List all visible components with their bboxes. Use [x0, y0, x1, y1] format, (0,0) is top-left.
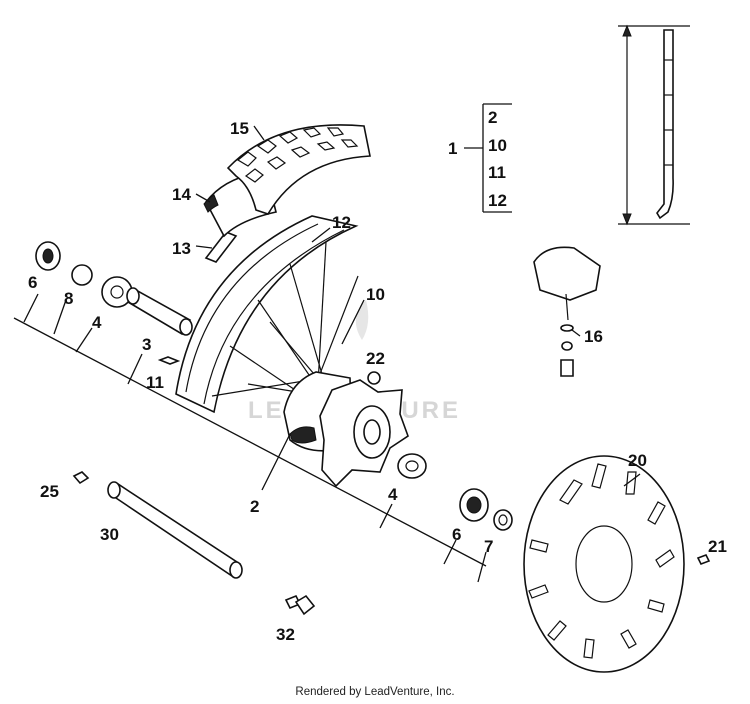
callout-4: 4 — [92, 313, 102, 332]
callout-15: 15 — [230, 119, 249, 138]
callout-6: 6 — [28, 273, 37, 292]
callout-7: 7 — [484, 537, 493, 556]
callout-25: 25 — [40, 482, 59, 501]
callouts: 15 14 13 12 10 6 8 4 3 11 22 2 4 25 30 6… — [28, 119, 727, 644]
hub-parts-left — [35, 241, 193, 365]
kit-item: 2 — [488, 108, 497, 127]
leader-lines — [13, 125, 641, 583]
callout-10: 10 — [366, 285, 385, 304]
callout-16: 16 — [584, 327, 603, 346]
callout-20: 20 — [628, 451, 647, 470]
callout-2: 2 — [250, 497, 259, 516]
kit-item: 12 — [488, 191, 507, 210]
callout-22: 22 — [366, 349, 385, 368]
axle-hardware — [72, 471, 711, 616]
kit-label: 1 — [448, 139, 457, 158]
callout-32: 32 — [276, 625, 295, 644]
callout-3: 3 — [142, 335, 151, 354]
callout-13: 13 — [172, 239, 191, 258]
callout-8: 8 — [64, 289, 73, 308]
hub-parts-right — [367, 371, 513, 531]
kit-bracket: 1 2 10 11 12 — [448, 103, 512, 213]
tire-assembly — [203, 124, 371, 263]
kit-item: 11 — [488, 163, 506, 182]
callout-6: 6 — [452, 525, 461, 544]
callout-11: 11 — [146, 373, 164, 392]
wheel-hub — [283, 371, 409, 488]
callout-4: 4 — [388, 485, 398, 504]
callout-21: 21 — [708, 537, 727, 556]
callout-30: 30 — [100, 525, 119, 544]
brake-disc — [523, 455, 685, 673]
footer-credit: Rendered by LeadVenture, Inc. — [295, 686, 455, 698]
callout-12: 12 — [332, 213, 351, 232]
callout-14: 14 — [172, 185, 191, 204]
kit-item: 10 — [488, 136, 507, 155]
valve-clip — [533, 246, 601, 377]
spoke-gauge — [618, 24, 690, 226]
